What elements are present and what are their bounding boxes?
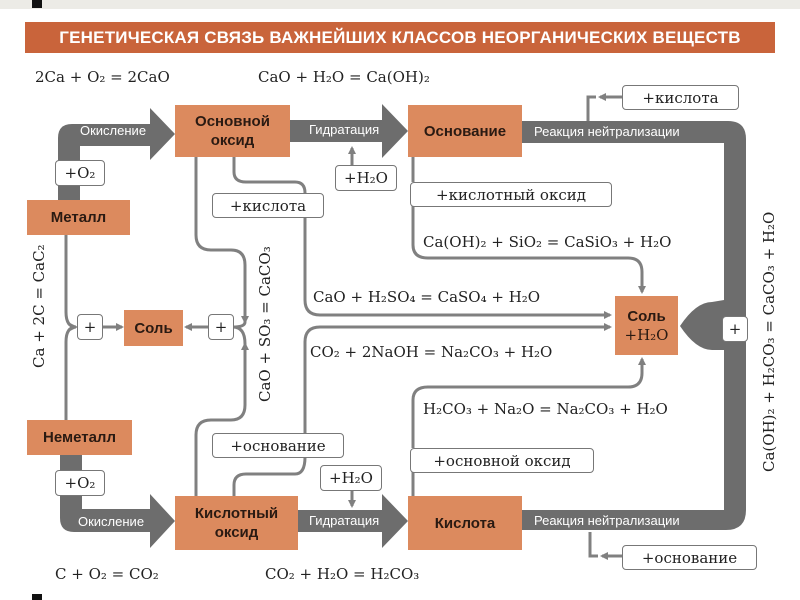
base-box: Основание xyxy=(408,105,522,157)
tag-basic-oxide: +основной оксид xyxy=(410,448,594,473)
corner-marker xyxy=(32,594,42,600)
equation-ca-o2: 2Ca + O₂ = 2CaO xyxy=(35,68,170,86)
equation-c-o2: C + O₂ = CO₂ xyxy=(55,565,159,583)
salt-box-left: Соль xyxy=(124,310,183,346)
equation-ca-c-vertical: Ca + 2C = CaC₂ xyxy=(30,244,48,368)
basic-oxide-box: Основной оксид xyxy=(175,105,290,157)
hydration-arrow-top xyxy=(290,104,408,158)
tag-acid-oxide: +кислотный оксид xyxy=(410,182,612,207)
oxidation-label-top: Окисление xyxy=(80,123,147,138)
nonmetal-box: Неметалл xyxy=(27,420,132,455)
neutralization-label-bottom: Реакция нейтрализации xyxy=(534,513,680,528)
equation-co2-h2o: CO₂ + H₂O = H₂CO₃ xyxy=(265,565,420,583)
metal-box: Металл xyxy=(27,200,130,235)
tag-o2-top: +O₂ xyxy=(55,160,105,186)
thin-lines xyxy=(64,93,646,560)
oxidation-arrow-bottom xyxy=(60,455,175,548)
hydration-label-bottom: Гидратация xyxy=(309,513,380,528)
equation-co2-naoh: CO₂ + 2NaOH = Na₂CO₃ + H₂O xyxy=(310,343,553,361)
tag-acid-top-right: +кислота xyxy=(622,85,739,110)
equation-cao-h2so4: CaO + H₂SO₄ = CaSO₄ + H₂O xyxy=(313,288,541,306)
tag-plus-left: + xyxy=(77,314,103,340)
tag-o2-bottom: +O₂ xyxy=(55,470,105,496)
equation-caoh2-sio2: Ca(OH)₂ + SiO₂ = CaSiO₃ + H₂O xyxy=(423,233,672,251)
salt-box-right: Соль +H₂O xyxy=(615,296,678,355)
equation-cao-h2o: CaO + H₂O = Ca(OH)₂ xyxy=(258,68,430,86)
oxidation-arrow-top xyxy=(58,108,175,200)
acid-box: Кислота xyxy=(408,496,522,550)
thick-arrows xyxy=(58,104,746,548)
tag-base-mid: +основание xyxy=(212,433,344,458)
diagram-title: ГЕНЕТИЧЕСКАЯ СВЯЗЬ ВАЖНЕЙШИХ КЛАССОВ НЕО… xyxy=(25,22,775,53)
hydration-arrow-bottom xyxy=(298,494,408,548)
tag-h2o-top: +H₂O xyxy=(335,165,397,191)
top-bar xyxy=(0,0,800,9)
tag-plus-mid: + xyxy=(208,314,234,340)
tag-base-bottom-right: +основание xyxy=(622,545,757,570)
acid-oxide-box: Кислотный оксид xyxy=(175,496,298,550)
neutralization-label-top: Реакция нейтрализации xyxy=(534,124,680,139)
corner-marker xyxy=(32,0,42,8)
tag-acid-mid: +кислота xyxy=(212,193,324,218)
oxidation-label-bottom: Окисление xyxy=(78,514,145,529)
equation-cao-so3-vertical: CaO + SO₃ = CaCO₃ xyxy=(256,246,274,402)
tag-plus-right: + xyxy=(722,316,748,342)
big-arrowhead-to-salt xyxy=(680,300,724,350)
salt-water-label: +H₂O xyxy=(624,325,669,344)
salt-label: Соль xyxy=(627,307,666,325)
equation-h2co3-na2o: H₂CO₃ + Na₂O = Na₂CO₃ + H₂O xyxy=(423,400,668,418)
equation-caoh2-h2co3-vertical: Ca(OH)₂ + H₂CO₃ = CaCO₃ + H₂O xyxy=(760,211,778,472)
tag-h2o-bottom: +H₂O xyxy=(320,465,382,491)
hydration-label-top: Гидратация xyxy=(309,122,380,137)
